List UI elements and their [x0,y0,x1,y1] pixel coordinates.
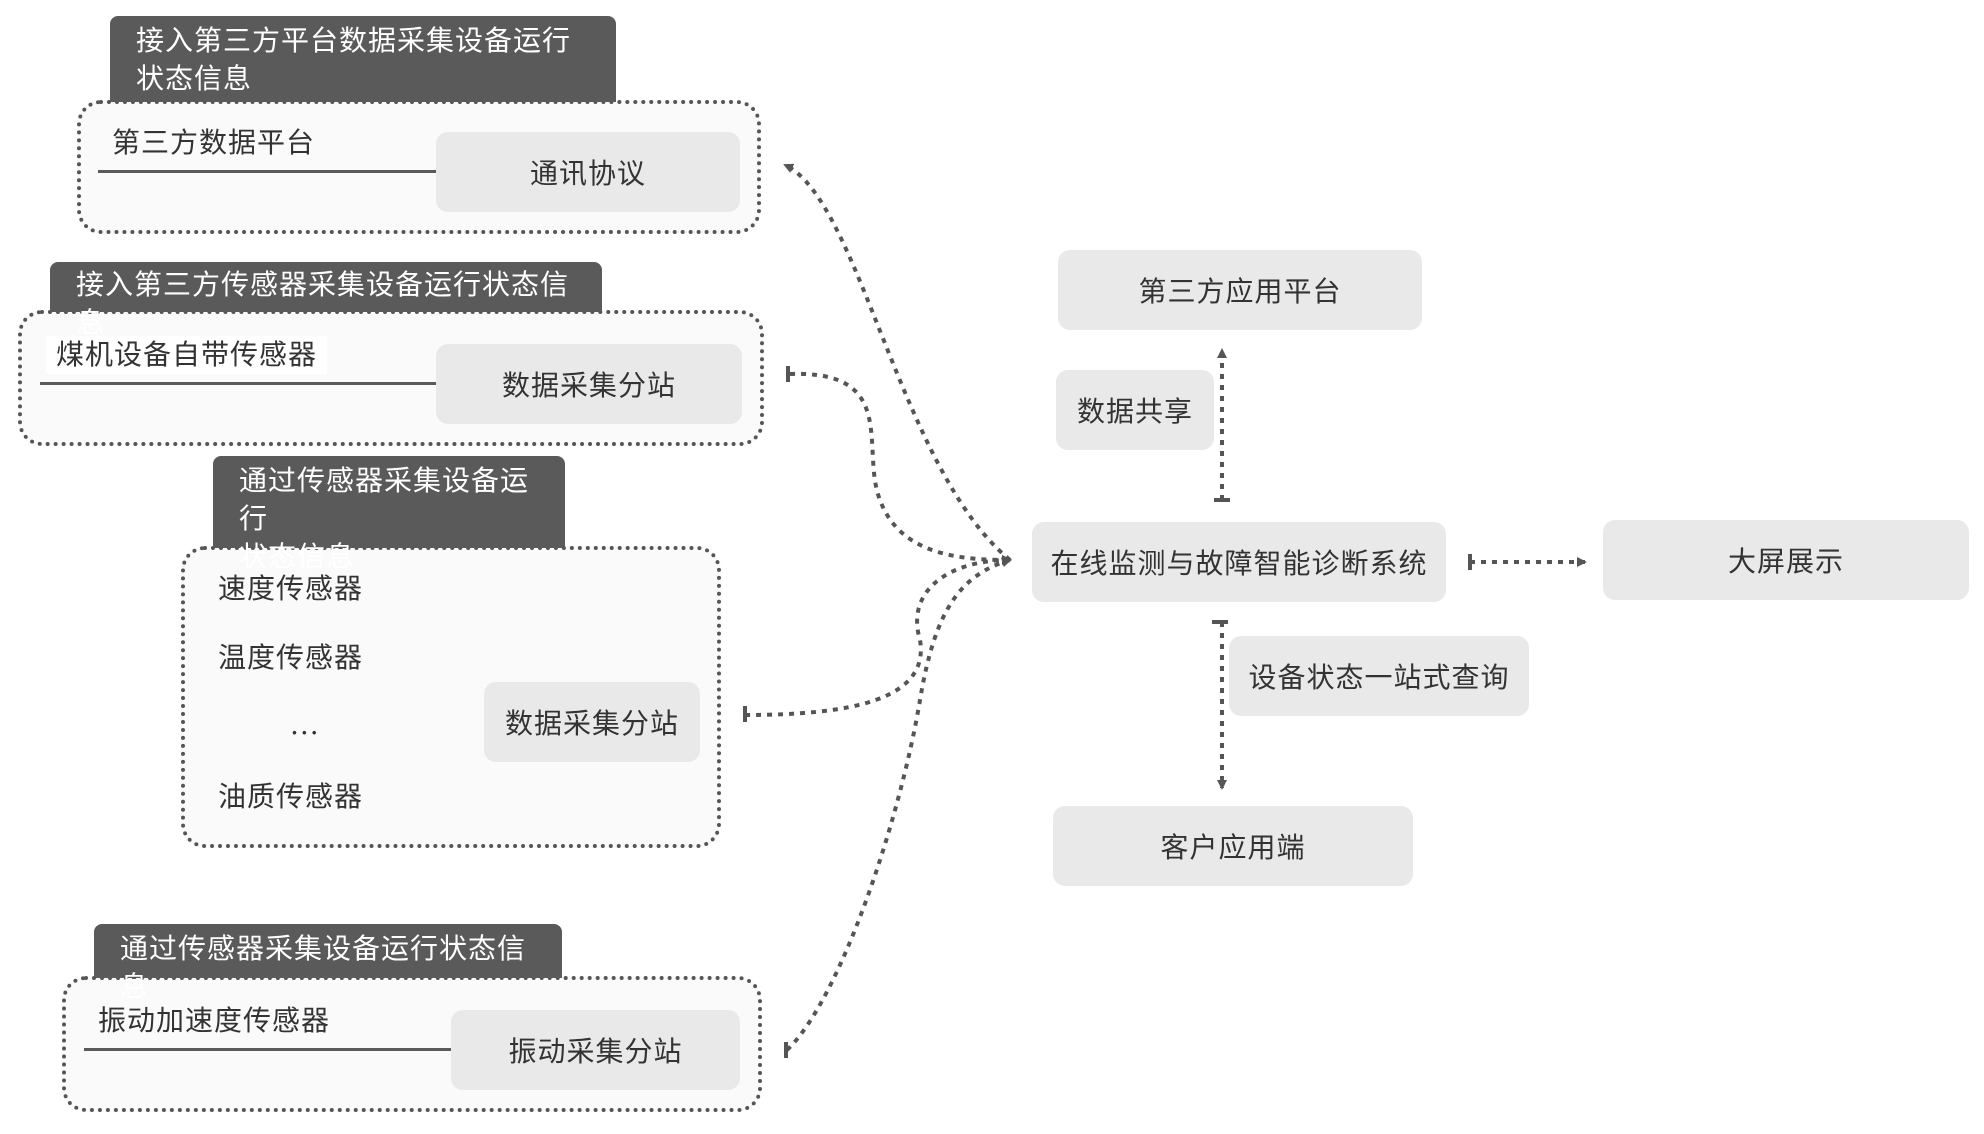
source-underline [40,382,440,385]
source-oil-sensor: 油质传感器 [218,780,364,813]
group-header-third-party-platform: 接入第三方平台数据采集设备运行 状态信息 [110,16,616,102]
edge-label-status-query: 设备状态一站式查询 [1229,636,1529,716]
station-vibration[interactable]: 振动采集分站 [451,1010,740,1090]
edge-label-data-sharing: 数据共享 [1056,370,1214,450]
source-vibration-accel-sensor: 振动加速度传感器 [98,1004,331,1037]
node-third-party-app-platform[interactable]: 第三方应用平台 [1058,250,1422,330]
source-underline [84,1048,454,1051]
source-ellipsis: ... [290,708,320,741]
source-third-party-data-platform: 第三方数据平台 [112,126,316,159]
group-header-text: 接入第三方传感器采集设备运行状态信息 [76,268,570,339]
source-speed-sensor: 速度传感器 [218,572,364,605]
arrow-system-to-group-1 [783,163,1012,562]
station-data-acquisition-2[interactable]: 数据采集分站 [484,682,700,762]
group-header-text: 通过传感器采集设备运行状态信息 [120,932,527,1003]
group-header-text: 接入第三方平台数据采集设备运行 状态信息 [136,24,572,95]
arrow-group-4-to-system [785,557,1012,1052]
arrow-group-2-to-system [789,371,1012,565]
source-coal-machine-sensor: 煤机设备自带传感器 [46,336,328,374]
source-underline [98,170,438,173]
group-header-sensor-acquisition: 通过传感器采集设备运行 状态信息 [213,456,565,573]
group-header-text: 通过传感器采集设备运行 状态信息 [239,464,530,573]
station-comm-protocol[interactable]: 通讯协议 [436,132,740,212]
node-online-monitoring-system[interactable]: 在线监测与故障智能诊断系统 [1032,522,1446,602]
source-temperature-sensor: 温度传感器 [218,641,364,674]
arrow-group-3-to-system [744,555,1012,717]
group-header-third-party-sensor: 接入第三方传感器采集设备运行状态信息 [50,262,602,339]
station-data-acquisition-1[interactable]: 数据采集分站 [436,344,742,424]
node-big-screen-display[interactable]: 大屏展示 [1603,520,1969,600]
group-header-vibration: 通过传感器采集设备运行状态信息 [94,924,562,1003]
node-client-app[interactable]: 客户应用端 [1053,806,1413,886]
